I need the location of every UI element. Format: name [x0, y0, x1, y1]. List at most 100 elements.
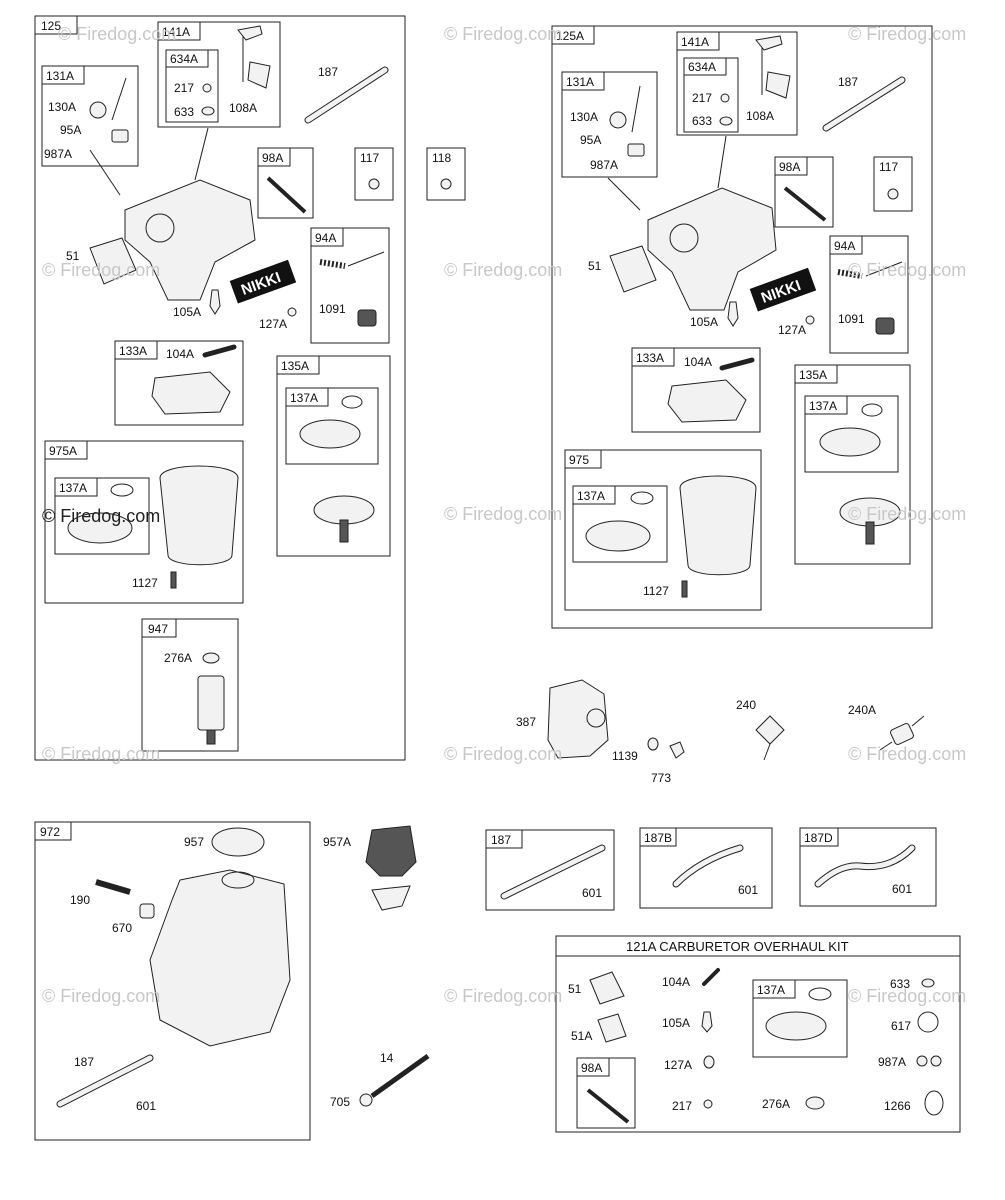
nikki-badge: NIKKI	[749, 267, 817, 312]
watermark: © Firedog.com	[444, 24, 562, 44]
vented-cap-icon	[365, 825, 417, 877]
part-95A-left: 95A	[60, 123, 81, 137]
filter-stem-icon	[911, 715, 925, 727]
part-601-a: 601	[582, 886, 602, 900]
part-187-right: 187	[838, 75, 858, 89]
clamp-icon	[359, 1093, 373, 1107]
group-141A-left-frame	[157, 21, 281, 128]
gasket-icon	[89, 237, 137, 285]
needle-icon	[209, 289, 221, 315]
group-137A-right2-label: 137A	[577, 489, 605, 503]
group-187-label: 187	[491, 833, 511, 847]
kit-part-987A: 987A	[878, 1055, 906, 1069]
kit-group-137A-frame	[752, 979, 848, 1058]
spring-icon	[319, 259, 346, 269]
gasket-icon	[819, 427, 881, 457]
o-ring-icon	[703, 1099, 713, 1109]
bowl-housing-icon	[159, 465, 239, 566]
gasket-icon	[589, 971, 625, 1005]
throttle-plate-icon	[89, 101, 107, 119]
group-135A-left-tag	[276, 355, 320, 375]
throttle-plate-icon	[609, 111, 627, 129]
group-975A-tag	[44, 440, 88, 460]
carburetor-body-icon	[124, 179, 256, 301]
bowl-stem-icon	[865, 521, 875, 545]
idle-screw-icon	[783, 186, 827, 222]
part-601-b: 601	[738, 883, 758, 897]
kit-part-105A: 105A	[662, 1016, 690, 1030]
part-773: 773	[651, 771, 671, 785]
watermark: © Firedog.com	[848, 260, 966, 280]
idle-screw-icon	[586, 1088, 630, 1124]
group-634A-right-label: 634A	[688, 60, 716, 74]
bowl-housing-icon	[679, 475, 757, 576]
group-141A-right-frame	[676, 31, 798, 136]
group-131A-left-label: 131A	[46, 69, 74, 83]
group-137A-left-tag	[285, 387, 329, 407]
group-94A-right-tag	[829, 235, 863, 255]
group-634A-left-label: 634A	[170, 52, 198, 66]
o-ring-icon	[630, 491, 654, 505]
group-141A-right-tag	[676, 31, 720, 51]
assembly-125A-frame	[551, 25, 933, 629]
watermark: © Firedog.com	[58, 24, 176, 44]
watermark: © Firedog.com	[444, 744, 562, 764]
group-137A-left2-label: 137A	[59, 481, 87, 495]
group-187D-tag	[799, 827, 839, 847]
group-118-label: 118	[432, 151, 451, 165]
group-133A-right-label: 133A	[636, 351, 664, 365]
bolt-icon	[95, 879, 131, 895]
group-137A-left-frame	[285, 387, 379, 465]
part-130A-right: 130A	[570, 110, 598, 124]
gasket-icon	[299, 419, 361, 449]
watermark: © Firedog.com	[444, 504, 562, 524]
group-972-frame	[34, 821, 311, 1141]
needle-icon	[701, 1011, 713, 1033]
solenoid-icon	[357, 309, 377, 327]
group-137A-right-label: 137A	[809, 399, 837, 413]
group-94A-left-tag	[310, 227, 344, 247]
group-975A-label: 975A	[49, 444, 77, 458]
part-217-right: 217	[692, 91, 712, 105]
kit-group-98A-tag	[576, 1057, 610, 1077]
part-601-d: 601	[892, 882, 912, 896]
gasket-plate-icon	[765, 71, 791, 99]
leader-line	[717, 135, 727, 189]
part-51-right: 51	[588, 259, 602, 273]
part-127A-left: 127A	[259, 317, 287, 331]
group-187B-frame	[639, 827, 773, 909]
o-ring-icon	[861, 403, 883, 417]
gasket-icon	[67, 512, 133, 544]
group-137A-left2-frame	[54, 477, 150, 555]
carburetor-bore-icon	[669, 223, 699, 253]
part-108A-right: 108A	[746, 109, 774, 123]
group-972-label: 972	[40, 825, 60, 839]
shutoff-valve-icon	[370, 1053, 430, 1099]
group-133A-left-tag	[114, 340, 158, 360]
watermark: © Firedog.com	[42, 260, 160, 280]
part-387: 387	[516, 715, 536, 729]
part-957: 957	[184, 835, 204, 849]
group-137A-right-tag	[804, 395, 848, 415]
spring-icon	[837, 269, 863, 279]
washer-icon	[201, 106, 215, 116]
bowl-stem-icon	[339, 519, 349, 543]
assembly-125-frame	[34, 15, 406, 761]
group-947-tag	[141, 618, 177, 638]
group-131A-right-frame	[561, 71, 658, 178]
group-137A-right2-frame	[572, 485, 668, 563]
group-634A-right-tag	[683, 57, 727, 76]
kit-part-276A: 276A	[762, 1097, 790, 1111]
tank-neck-icon	[221, 871, 255, 889]
pin-icon	[719, 357, 755, 371]
part-130A-left: 130A	[48, 100, 76, 114]
group-135A-right-label: 135A	[799, 368, 827, 382]
part-105A-right: 105A	[690, 315, 718, 329]
fuel-hose-inner	[501, 845, 605, 899]
plug-icon	[368, 178, 380, 190]
fuel-filter-icon	[755, 715, 785, 745]
float-icon	[151, 371, 231, 415]
group-135A-left-frame	[276, 355, 391, 557]
watermark: © Firedog.com	[444, 260, 562, 280]
washer-icon	[805, 1096, 825, 1110]
